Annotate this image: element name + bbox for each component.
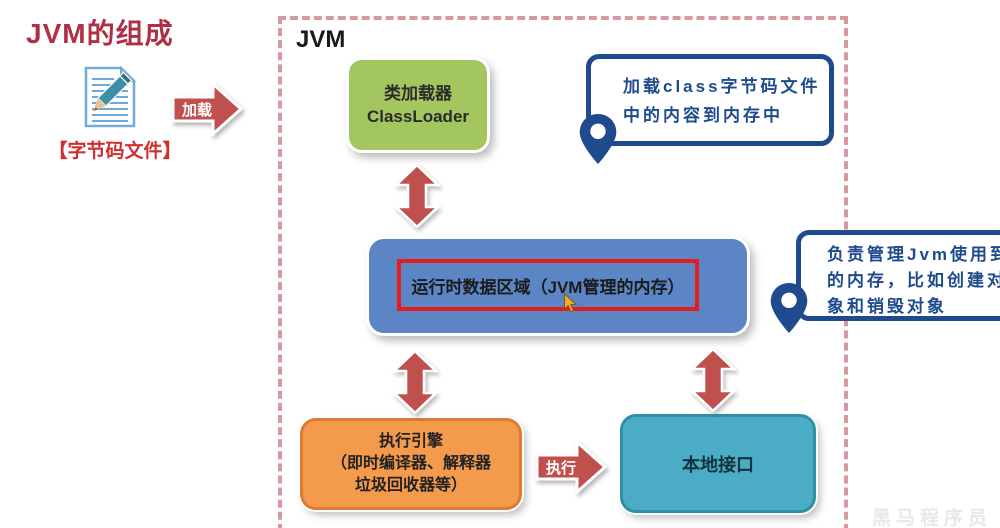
runtime-note-line-2: 的内存，比如创建对 [827, 271, 1000, 290]
double-arrow-runtime-native [690, 348, 736, 412]
double-arrow-runtime-engine [392, 350, 438, 414]
map-pin-icon [770, 282, 808, 334]
map-pin-icon [579, 113, 617, 165]
execute-arrow-label: 执行 [545, 460, 576, 477]
classloader-title-en: ClassLoader [366, 107, 470, 126]
runtime-data-area-node: 运行时数据区域（JVM管理的内存） [366, 236, 750, 336]
runtime-note-line-3: 象和销毁对象 [827, 297, 947, 316]
load-arrow-label: 加载 [181, 102, 212, 119]
bytecode-file-label: 【字节码文件】 [48, 141, 182, 162]
native-interface-node: 本地接口 [620, 414, 816, 513]
engine-line-1: 执行引擎 [378, 433, 443, 450]
native-interface-label: 本地接口 [682, 454, 754, 475]
page-title: JVM的组成 [26, 18, 174, 49]
classloader-note-line-2: 中的内容到内存中 [623, 106, 783, 125]
jvm-label: JVM [296, 26, 346, 53]
runtime-note-line-1: 负责管理Jvm使用到 [827, 245, 1000, 264]
watermark: 黑马程序员 [872, 508, 993, 528]
runtime-data-area-label: 运行时数据区域（JVM管理的内存） [411, 277, 685, 297]
pencil-icon [93, 71, 133, 111]
red-highlight-rect: 运行时数据区域（JVM管理的内存） [397, 259, 699, 311]
runtime-note-callout: 负责管理Jvm使用到 的内存，比如创建对 象和销毁对象 [796, 230, 1000, 321]
engine-line-3: 垃圾回收器等） [354, 477, 467, 494]
classloader-note-callout: 加载class字节码文件 中的内容到内存中 [586, 54, 834, 146]
classloader-node: 类加载器 ClassLoader [346, 57, 490, 153]
execute-arrow: 执行 [535, 440, 607, 494]
execution-engine-node: 执行引擎 （即时编译器、解释器 垃圾回收器等） [300, 418, 522, 510]
mouse-cursor-icon [564, 293, 578, 313]
classloader-note-line-1: 加载class字节码文件 [623, 77, 821, 96]
double-arrow-classloader-runtime [394, 164, 440, 228]
load-arrow: 加载 [171, 82, 243, 136]
classloader-title-zh: 类加载器 [384, 84, 452, 103]
bytecode-file-icon [84, 65, 137, 128]
engine-line-2: （即时编译器、解释器 [330, 455, 491, 472]
